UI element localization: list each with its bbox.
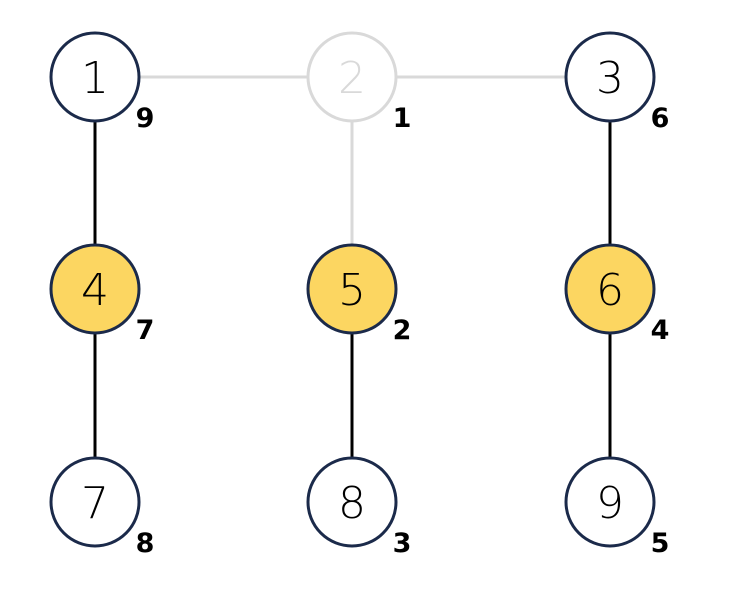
node-weight-label: 1 bbox=[393, 103, 412, 134]
node-label: 4 bbox=[81, 265, 109, 316]
node-circle bbox=[564, 456, 656, 548]
node-6: 64 bbox=[564, 243, 670, 346]
node-circle bbox=[306, 31, 398, 123]
node-weight-label: 9 bbox=[136, 103, 155, 134]
node-circle bbox=[49, 243, 141, 335]
node-circle bbox=[564, 243, 656, 335]
node-3: 36 bbox=[564, 31, 670, 134]
node-weight-label: 4 bbox=[651, 315, 670, 346]
node-1: 19 bbox=[49, 31, 155, 134]
node-weight-label: 7 bbox=[136, 315, 155, 346]
node-7: 78 bbox=[49, 456, 155, 559]
node-circle bbox=[49, 31, 141, 123]
node-weight-label: 3 bbox=[393, 528, 412, 559]
node-label: 7 bbox=[81, 478, 109, 529]
node-9: 95 bbox=[564, 456, 670, 559]
node-weight-label: 6 bbox=[651, 103, 670, 134]
node-weight-label: 8 bbox=[136, 528, 155, 559]
node-weight-label: 2 bbox=[393, 315, 412, 346]
node-8: 83 bbox=[306, 456, 412, 559]
node-label: 5 bbox=[338, 265, 366, 316]
node-label: 2 bbox=[338, 53, 366, 104]
node-5: 52 bbox=[306, 243, 412, 346]
node-4: 47 bbox=[49, 243, 155, 346]
node-label: 1 bbox=[81, 53, 109, 104]
node-label: 8 bbox=[338, 478, 366, 529]
node-label: 9 bbox=[596, 478, 624, 529]
node-circle bbox=[49, 456, 141, 548]
node-circle bbox=[306, 243, 398, 335]
node-weight-label: 5 bbox=[651, 528, 670, 559]
node-label: 6 bbox=[596, 265, 624, 316]
node-circle bbox=[564, 31, 656, 123]
node-2: 21 bbox=[306, 31, 412, 134]
node-label: 3 bbox=[596, 53, 624, 104]
node-circle bbox=[306, 456, 398, 548]
